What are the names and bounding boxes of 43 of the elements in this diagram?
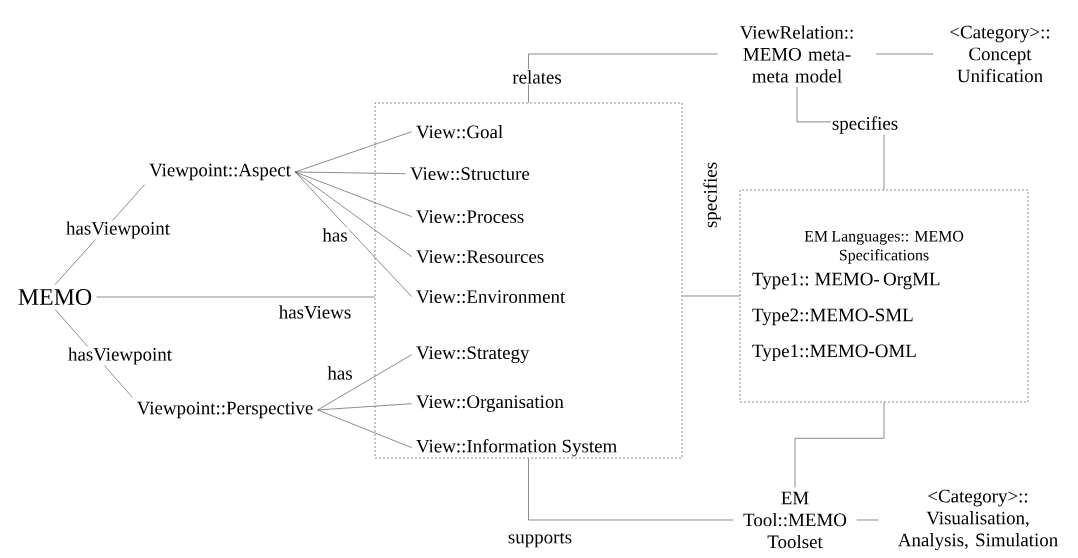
language-text: Type1::MEMO-OML <box>752 344 916 362</box>
edge-label: specifies <box>702 160 722 230</box>
view-text: View::Organisation <box>416 395 564 412</box>
edge-label: hasViewpoint <box>65 220 171 240</box>
view-text: View::Resources <box>416 250 544 264</box>
heading-text: EM Languages:: MEMO Specifications <box>804 230 964 264</box>
connector-line <box>528 53 718 103</box>
node-text: Viewpoint::Aspect <box>149 163 291 181</box>
connector-line <box>794 402 885 488</box>
view-text: View::Goal <box>416 125 503 139</box>
connector-line <box>294 171 406 174</box>
dashed-box <box>374 102 683 459</box>
view-text: View::Information System <box>416 439 617 457</box>
connector-line <box>856 519 879 521</box>
language-box <box>739 189 1029 403</box>
connector-line <box>294 171 412 217</box>
edge-label: has <box>321 227 349 243</box>
edge-label: has <box>326 365 354 381</box>
view-text: View::Strategy <box>416 346 530 363</box>
connector-line <box>876 53 934 55</box>
connector-line <box>317 403 412 411</box>
connector-line <box>528 458 734 521</box>
node-text: MEMO <box>18 288 92 306</box>
view-text: View::Structure <box>410 167 530 181</box>
connector-line <box>294 171 412 297</box>
node-text: <Category>:: Concept Unification <box>950 25 1050 83</box>
connector-line <box>682 295 740 297</box>
edge-label: hasViews <box>277 304 353 320</box>
edge-label: relates <box>511 69 563 85</box>
view-text: View::Environment <box>416 290 566 304</box>
node-text: EM Tool::MEMO Toolset <box>743 491 847 549</box>
language-text: Type2::MEMO-SML <box>752 308 913 326</box>
node-text: ViewRelation:: MEMO meta-meta model <box>739 25 853 83</box>
edge-label: hasViewpoint <box>67 346 173 366</box>
connector-line <box>317 354 412 411</box>
node-text: <Category>:: Visualisation, Analysis, Simulation <box>898 489 1058 551</box>
edge-label: specifies <box>830 115 900 135</box>
connector-line <box>317 409 412 448</box>
edge-label: supports <box>506 531 574 549</box>
view-text: View::Process <box>416 210 524 224</box>
node-text: Viewpoint::Perspective <box>136 401 313 419</box>
connector-line <box>96 296 375 298</box>
language-text: Type1:: MEMO- OrgML <box>752 272 940 290</box>
